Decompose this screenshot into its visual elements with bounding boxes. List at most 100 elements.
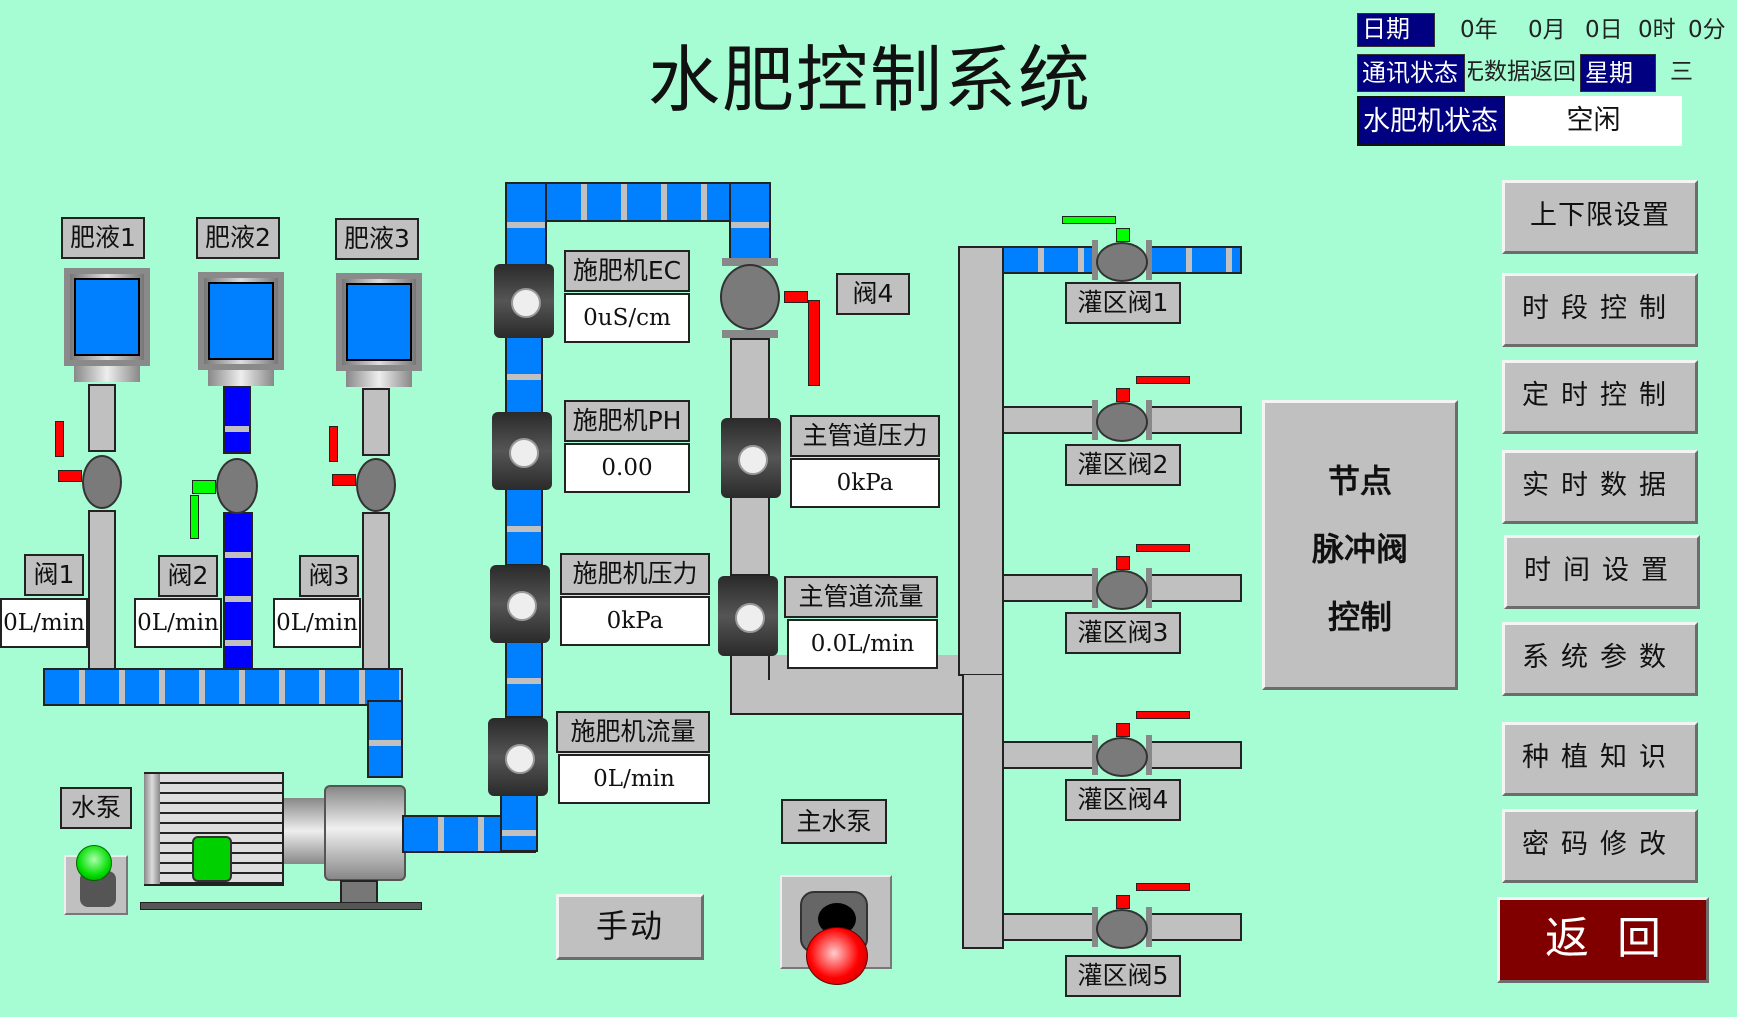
zone-1-flange-right [1146,240,1152,280]
zone-4-label: 灌区阀4 [1065,779,1181,821]
pipe-tank3-top [362,388,390,456]
zone-1-pipe-left [1002,246,1094,274]
main-pipe-seg-1 [730,338,770,420]
menu-system-params-button[interactable]: 系统参数 [1502,622,1698,696]
zone-4-flange-right [1146,735,1152,775]
menu-period-control-button[interactable]: 时段控制 [1502,273,1698,347]
fert-pressure-sensor-icon [490,565,550,643]
valve-2-body[interactable] [216,458,258,514]
valve-1-handle-closed-icon [55,421,64,457]
zone-1-handle-base [1116,228,1130,242]
valve-3-handle-closed-icon [329,426,338,462]
valve-2-handle-base [192,480,216,494]
valve-1-flow: 0L/min [0,598,88,648]
zone-2-flange-left [1092,400,1098,440]
valve-1-label: 阀1 [24,554,84,596]
date-year: 0年 [1460,17,1498,43]
tank-1-label: 肥液1 [61,217,145,259]
page-title: 水肥控制系统 [647,38,1092,122]
sensor-ec-value: 0uS/cm [564,293,690,343]
sensor-fert-pressure-label: 施肥机压力 [560,553,710,595]
zone-1-flange-left [1092,240,1098,280]
date-month: 0月 [1528,17,1566,43]
back-button[interactable]: 返 回 [1497,897,1709,983]
tank-3 [336,273,422,371]
fert-pipe-seg-2 [505,334,543,414]
sensor-main-flow-value: 0.0L/min [787,619,938,669]
zone-1-valve-body[interactable] [1096,242,1148,282]
main-pump-label: 主水泵 [781,799,887,844]
zone-5-handle-closed-icon [1136,883,1190,891]
zone-3-label: 灌区阀3 [1065,612,1181,654]
weekday-value: 三 [1670,59,1693,85]
tank-3-label: 肥液3 [335,218,419,260]
zone-5-pipe-left [1002,913,1094,941]
zone-2-valve-body[interactable] [1096,402,1148,442]
sensor-main-flow-label: 主管道流量 [784,576,938,618]
pipe-tank1-top [88,384,116,452]
menu-time-setting-button[interactable]: 时间设置 [1504,535,1700,609]
sensor-ph-label: 施肥机PH [564,400,690,442]
pump-head-icon [324,785,406,881]
tank-1-funnel [74,366,140,382]
main-pump-indicator-red-icon [806,927,868,985]
valve-4-handle-closed-icon [808,300,820,386]
zone-5-pipe-right [1150,913,1242,941]
zone-3-pipe-right [1150,574,1242,602]
zone-3-valve-body[interactable] [1096,570,1148,610]
date-label: 日期 [1357,13,1435,47]
zone-1-handle-open-icon [1062,216,1116,224]
ec-sensor-icon [494,264,554,338]
collector-pipe [43,668,403,706]
comm-value: 无数据返回 [1468,59,1576,85]
machine-status-label: 水肥机状态 [1357,96,1505,146]
zone-2-pipe-left [1002,406,1094,434]
zone-4-handle-closed-icon [1136,711,1190,719]
main-pump-switch[interactable] [780,875,892,985]
zone-4-handle-base [1116,723,1130,737]
valve-2-flow: 0L/min [134,598,222,648]
sensor-fert-flow-value: 0L/min [558,754,710,804]
pipe-tank1-bottom [88,510,116,670]
pump-indicator-green-icon [76,845,112,881]
valve-4-flange-top [722,258,778,266]
zone-5-valve-body[interactable] [1096,909,1148,949]
motor-junction-box [192,836,232,882]
manual-button[interactable]: 手动 [556,894,704,960]
valve-1-body[interactable] [82,455,122,509]
menu-realtime-data-button[interactable]: 实时数据 [1502,450,1698,524]
valve-1-handle-base [58,470,82,482]
tank-1 [64,268,150,366]
zone-5-label: 灌区阀5 [1065,955,1181,997]
zone-3-pipe-left [1002,574,1094,602]
zone-2-pipe-right [1150,406,1242,434]
menu-timer-control-button[interactable]: 定时控制 [1502,360,1698,434]
zone-4-valve-body[interactable] [1096,737,1148,777]
tank-2 [198,272,284,370]
menu-planting-knowledge-button[interactable]: 种植知识 [1502,722,1698,796]
weekday-label: 星期 [1580,54,1656,92]
tank-3-funnel [346,371,412,387]
valve-4-body[interactable] [720,264,780,330]
zone-4-pipe-right [1150,741,1242,769]
date-day: 0日 [1585,17,1623,43]
node-button-line-2: 脉冲阀 [1311,530,1408,568]
valve-4-flange-bottom [722,330,778,338]
main-pipe-seg-2 [730,496,770,576]
valve-4-handle-base [784,291,808,303]
menu-limits-setting-button[interactable]: 上下限设置 [1502,180,1698,254]
pump-switch[interactable] [64,845,128,915]
zone-1-pipe-right [1150,246,1242,274]
pump-base [140,902,422,910]
node-pulse-valve-control-button[interactable]: 节点 脉冲阀 控制 [1262,400,1458,690]
valve-2-handle-open-icon [190,495,199,539]
zone-2-label: 灌区阀2 [1065,444,1181,486]
zone-4-flange-left [1092,735,1098,775]
menu-password-change-button[interactable]: 密码修改 [1502,809,1698,883]
ph-sensor-icon [492,412,552,490]
date-minute: 0分 [1688,17,1726,43]
zone-3-handle-base [1116,556,1130,570]
tank-2-label: 肥液2 [196,217,280,259]
main-pressure-sensor-icon [721,418,781,498]
valve-3-body[interactable] [356,458,396,512]
